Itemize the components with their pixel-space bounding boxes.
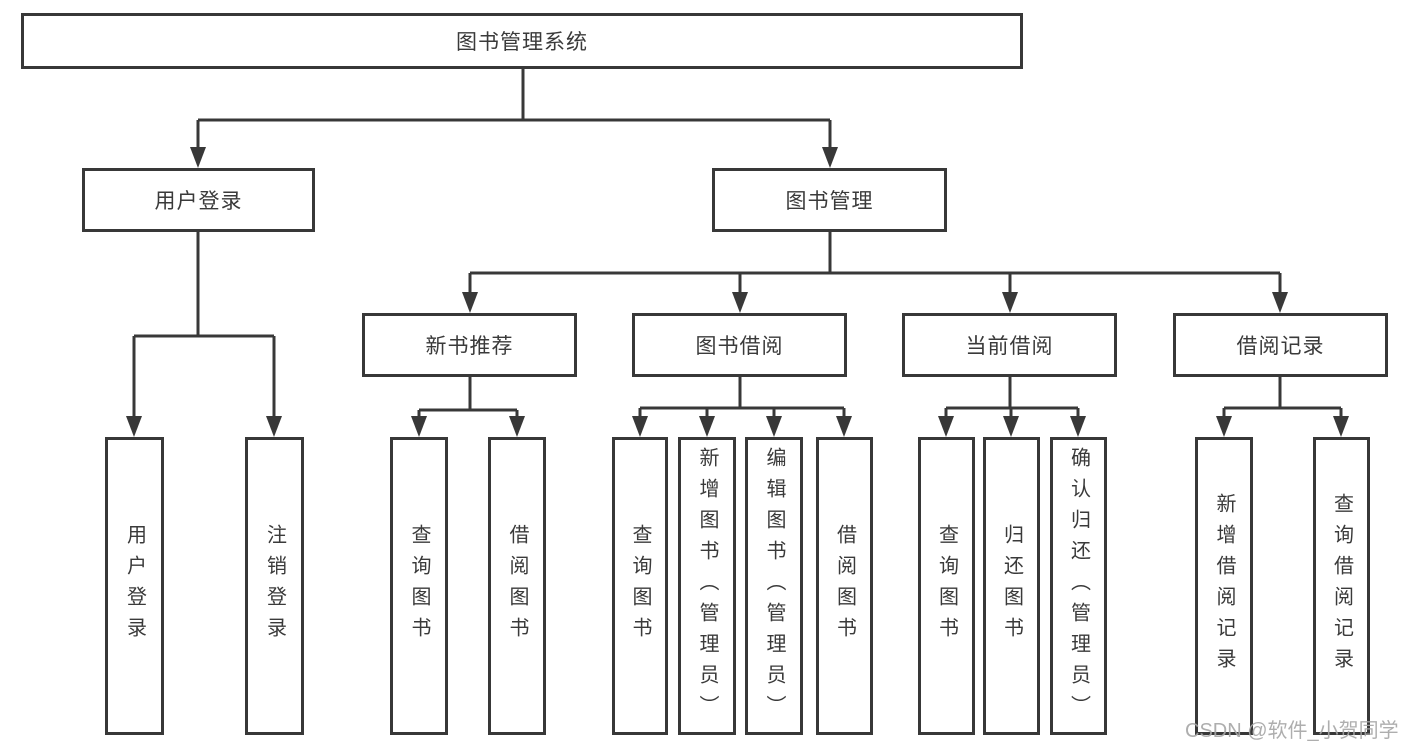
leaf-add-borrow-record-label: 新增借阅记录 xyxy=(1213,493,1235,679)
leaf-query-borrow-record: 查询借阅记录 xyxy=(1313,437,1370,735)
node-new-book-recommend: 新书推荐 xyxy=(362,313,577,377)
leaf-borrow-book-label: 借阅图书 xyxy=(833,524,856,648)
node-book-management: 图书管理 xyxy=(712,168,947,232)
leaf-borrow-book-recommend: 借阅图书 xyxy=(488,437,546,735)
leaf-user-login: 用户登录 xyxy=(105,437,164,735)
node-current-borrow-label: 当前借阅 xyxy=(965,335,1054,358)
leaf-edit-book-admin: 编辑图书（管理员） xyxy=(745,437,803,735)
leaf-query-book-borrow-label: 查询图书 xyxy=(629,524,651,648)
node-user-login-label: 用户登录 xyxy=(154,190,243,213)
leaf-confirm-return-admin: 确认归还（管理员） xyxy=(1050,437,1107,735)
node-current-borrow: 当前借阅 xyxy=(902,313,1117,377)
node-new-book-recommend-label: 新书推荐 xyxy=(425,335,514,358)
leaf-return-book-label: 归还图书 xyxy=(1000,524,1023,648)
leaf-query-book-borrow: 查询图书 xyxy=(612,437,668,735)
csdn-watermark: CSDN @软件_小贺同学 xyxy=(1185,720,1399,742)
leaf-return-book: 归还图书 xyxy=(983,437,1040,735)
leaf-query-book-recommend: 查询图书 xyxy=(390,437,448,735)
leaf-add-book-admin-label: 新增图书（管理员） xyxy=(696,446,718,726)
leaf-edit-book-admin-label: 编辑图书（管理员） xyxy=(763,446,785,726)
leaf-logout: 注销登录 xyxy=(245,437,304,735)
leaf-borrow-book-recommend-label: 借阅图书 xyxy=(506,524,528,648)
node-user-login: 用户登录 xyxy=(82,168,315,232)
leaf-user-login-label: 用户登录 xyxy=(123,524,146,648)
arrowheads xyxy=(126,147,1349,437)
leaf-query-book-current: 查询图书 xyxy=(918,437,975,735)
leaf-add-book-admin: 新增图书（管理员） xyxy=(678,437,736,735)
node-borrow-record: 借阅记录 xyxy=(1173,313,1388,377)
node-book-borrow: 图书借阅 xyxy=(632,313,847,377)
node-root-label: 图书管理系统 xyxy=(456,31,588,54)
leaf-logout-label: 注销登录 xyxy=(263,524,286,648)
leaf-confirm-return-admin-label: 确认归还（管理员） xyxy=(1067,446,1090,726)
leaf-query-book-recommend-label: 查询图书 xyxy=(408,524,430,648)
leaf-add-borrow-record: 新增借阅记录 xyxy=(1195,437,1253,735)
leaf-borrow-book: 借阅图书 xyxy=(816,437,873,735)
node-root: 图书管理系统 xyxy=(21,13,1023,69)
leaf-query-book-current-label: 查询图书 xyxy=(935,524,958,648)
node-book-management-label: 图书管理 xyxy=(785,190,874,213)
node-book-borrow-label: 图书借阅 xyxy=(695,335,784,358)
leaf-query-borrow-record-label: 查询借阅记录 xyxy=(1330,493,1353,679)
node-borrow-record-label: 借阅记录 xyxy=(1236,335,1325,358)
